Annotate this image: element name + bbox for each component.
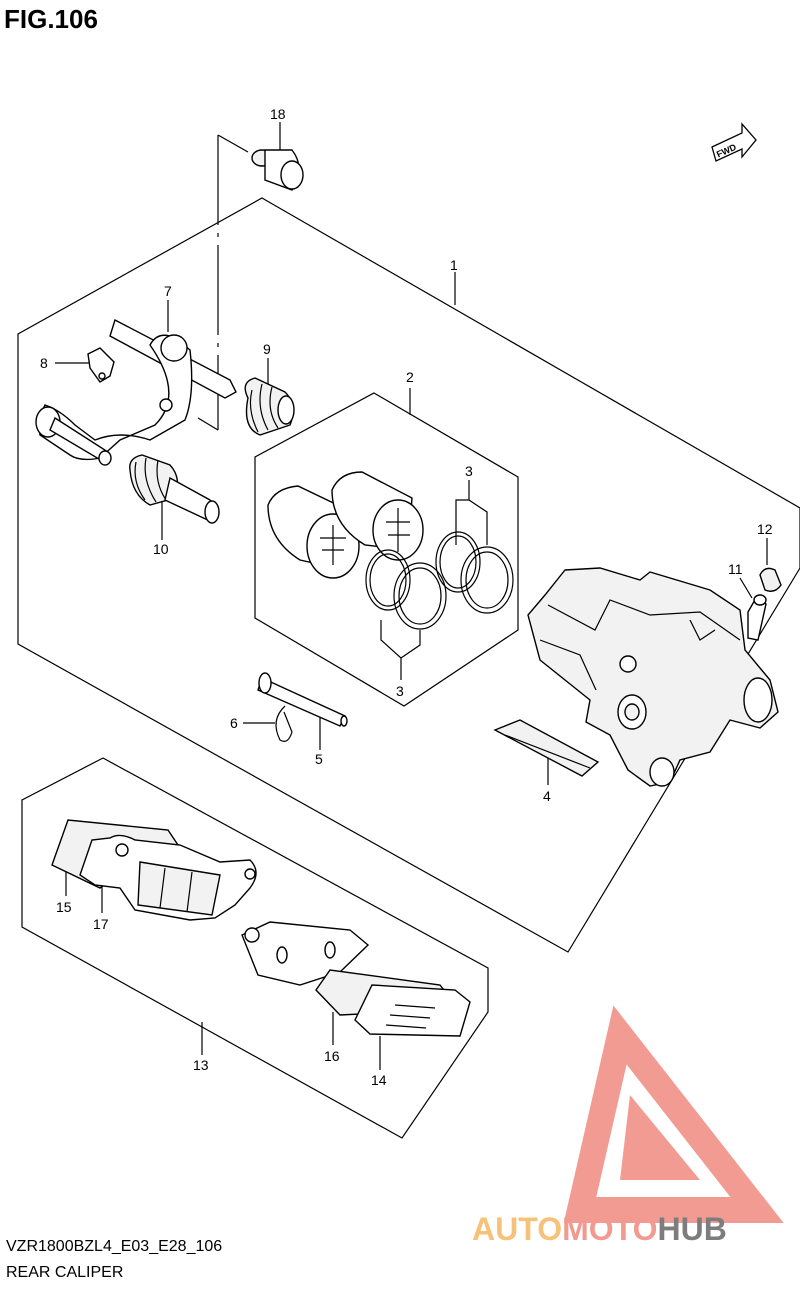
pad-shim-part: [493, 719, 600, 777]
piston-seal-part: [460, 546, 514, 614]
cap-plug-part: [251, 149, 304, 191]
piston-seal-part: [435, 531, 481, 593]
model-code: VZR1800BZL4_E03_E28_106: [6, 1238, 223, 1255]
callout-label: 3: [465, 463, 473, 479]
callout-label: 12: [757, 521, 773, 537]
caliper-bracket-part: [35, 318, 237, 466]
pad-set-outline: [21, 757, 489, 1139]
callout-label: 15: [56, 899, 72, 915]
watermark-auto: AUTO: [472, 1211, 562, 1247]
rubber-boot-part: [244, 377, 295, 436]
piston-kit-outline: [254, 392, 519, 707]
callout-label: 2: [406, 369, 414, 385]
watermark-logo: [563, 1005, 784, 1223]
piston-seal-part: [365, 549, 411, 611]
callout-label: 10: [153, 541, 169, 557]
callout-label: 14: [371, 1072, 387, 1088]
callout-label: 16: [324, 1048, 340, 1064]
callout-label: 1: [450, 257, 458, 273]
slide-pin-part: [129, 454, 220, 524]
watermark-text: AUTOMOTOHUB: [472, 1211, 727, 1247]
callout-label: 7: [164, 283, 172, 299]
brake-pad-part: [241, 921, 370, 986]
section-name: REAR CALIPER: [6, 1264, 124, 1281]
callout-label: 8: [40, 355, 48, 371]
pad-shim-part: [354, 984, 471, 1037]
brake-pad-part: [79, 834, 257, 921]
bleeder-cap-part: [759, 567, 782, 592]
callout-label: 13: [193, 1057, 209, 1073]
figure-title: FIG.106: [4, 4, 98, 34]
piston-part: [331, 471, 424, 561]
pad-pin-part: [257, 672, 348, 727]
spring-clip-part: [87, 347, 115, 383]
forward-arrow-icon: FWD: [711, 122, 757, 162]
callout-label: 17: [93, 916, 109, 932]
callout-label: 18: [270, 106, 286, 122]
watermark-hub: HUB: [657, 1211, 726, 1247]
retaining-clip-part: [275, 705, 293, 742]
bleeder-valve-part: [747, 594, 767, 641]
caliper-assembly-outline: [17, 197, 800, 953]
watermark-moto: MOTO: [562, 1211, 657, 1247]
callout-label: 3: [396, 683, 404, 699]
callout-labels: 1 2 3 3 4 5 6 7 8 9 10 11 12 13 14 15 16…: [40, 106, 773, 1088]
piston-seal-part: [393, 562, 447, 630]
callout-label: 6: [230, 715, 238, 731]
caliper-body-part: [527, 567, 779, 787]
callout-label: 11: [728, 561, 743, 577]
callout-label: 9: [263, 341, 271, 357]
callout-label: 5: [315, 751, 323, 767]
callout-label: 4: [543, 788, 551, 804]
